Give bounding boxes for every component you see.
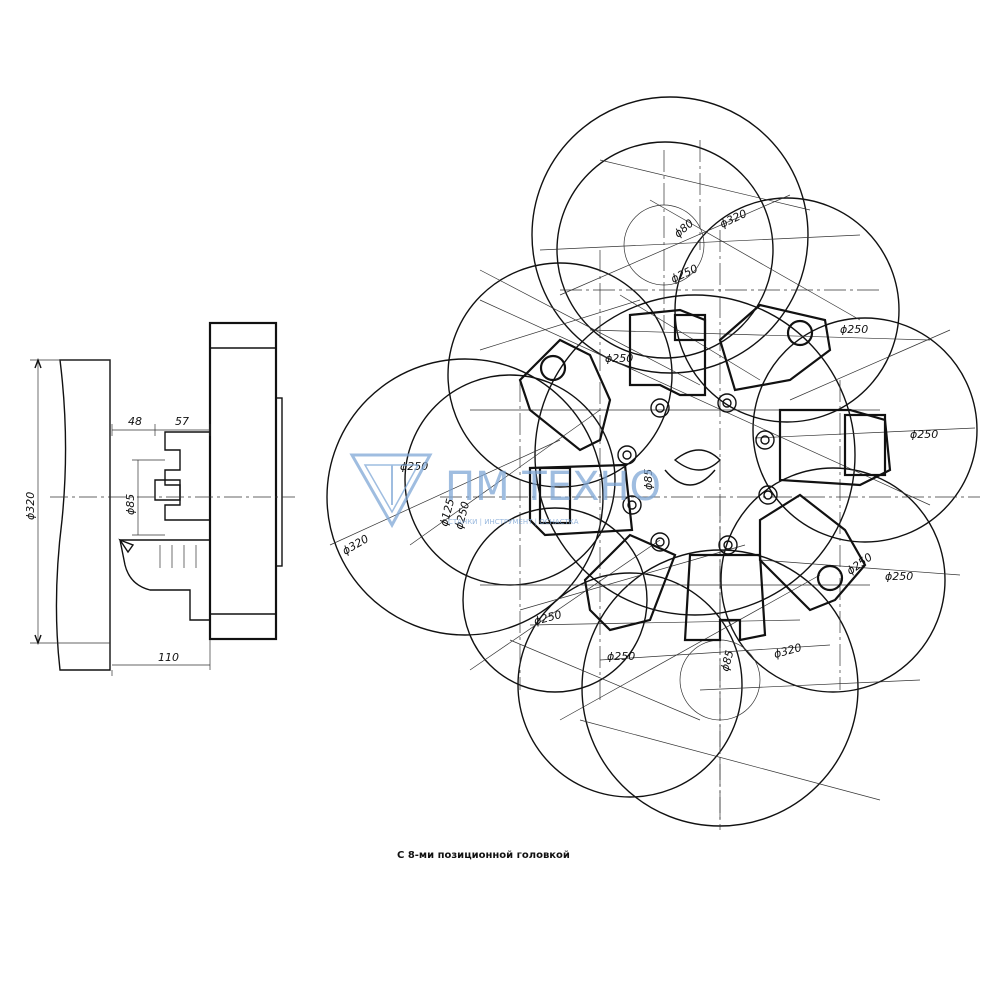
watermark: ПМ ТЕХНО СТАНКИ | ИНСТРУМЕНТ | ОСНАСТКА bbox=[349, 453, 661, 529]
dim-48: 48 bbox=[128, 415, 142, 428]
dim-57: 57 bbox=[175, 415, 189, 428]
caption: С 8-ми позиционной головкой bbox=[397, 850, 570, 861]
label-d320-bottom: ϕ320 bbox=[772, 641, 803, 661]
label-d85-bottom: ϕ85 bbox=[718, 649, 736, 673]
label-d80: ϕ80 bbox=[672, 217, 697, 241]
side-view: ϕ320 48 57 ϕ85 110 bbox=[24, 321, 295, 676]
label-d85-center: ϕ85 bbox=[642, 469, 655, 490]
label-d250-topright: ϕ250 bbox=[840, 323, 868, 336]
label-d250-bottom: ϕ250 bbox=[607, 650, 635, 663]
label-d320-left: ϕ320 bbox=[340, 532, 371, 557]
label-d320-top: ϕ320 bbox=[718, 207, 749, 231]
watermark-subtext: СТАНКИ | ИНСТРУМЕНТ | ОСНАСТКА bbox=[448, 518, 579, 526]
dim-320: ϕ320 bbox=[24, 492, 37, 520]
watermark-text: ПМ ТЕХНО bbox=[445, 464, 661, 510]
dim-85: ϕ85 bbox=[124, 494, 137, 515]
label-d250-bottomright: ϕ250 bbox=[885, 570, 913, 583]
label-d250-right: ϕ250 bbox=[910, 428, 938, 441]
watermark-logo-icon bbox=[349, 453, 433, 529]
label-d250-topleft: ϕ250 bbox=[605, 352, 633, 365]
dim-110: 110 bbox=[158, 651, 179, 664]
